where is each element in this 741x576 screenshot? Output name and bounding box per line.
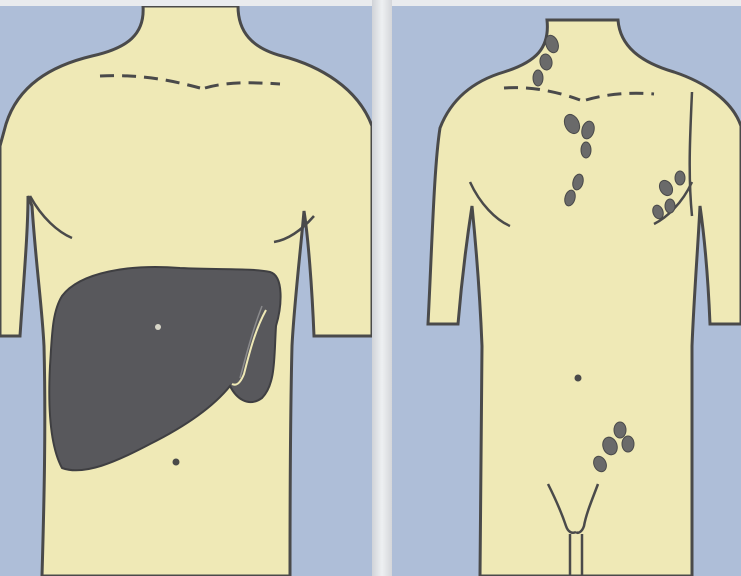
panel-divider: [372, 0, 392, 576]
lymph-node: [581, 142, 591, 158]
right-panel: [392, 6, 741, 576]
lymph-node: [614, 422, 626, 438]
lymph-node: [533, 70, 543, 86]
navel: [575, 375, 582, 382]
liver-spot: [155, 324, 161, 330]
torso-liver-figure: [0, 6, 372, 576]
lymph-node: [675, 171, 685, 185]
navel: [173, 459, 180, 466]
body-silhouette: [428, 20, 741, 576]
lymph-node: [622, 436, 634, 452]
left-panel: [0, 6, 372, 576]
torso-lymph-node-figure: [392, 6, 741, 576]
lymph-node: [665, 199, 675, 213]
